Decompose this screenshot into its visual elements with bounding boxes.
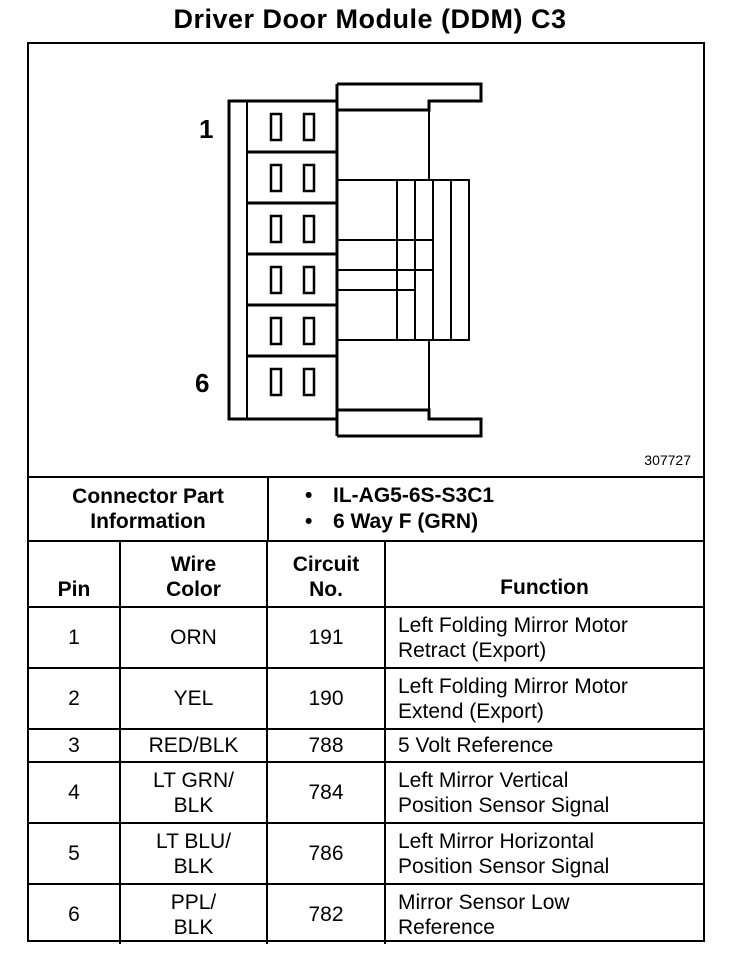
upper-step bbox=[337, 109, 430, 181]
terminal-slot bbox=[269, 367, 283, 397]
pin-function: 5 Volt Reference bbox=[384, 728, 703, 763]
pin-number: 5 bbox=[29, 822, 121, 885]
connector-description: 6 Way F (GRN) bbox=[333, 510, 479, 533]
part-number-line: • IL-AG5-6S-S3C1 bbox=[305, 483, 494, 509]
rear-housing bbox=[337, 179, 470, 341]
header-wire-color: Wire Color bbox=[119, 540, 268, 608]
terminal-slot bbox=[302, 367, 316, 397]
header-pin: Pin bbox=[29, 540, 121, 608]
connector-info-label-line2: Information bbox=[90, 510, 206, 533]
table-row: 1 ORN 191 Left Folding Mirror Motor Retr… bbox=[29, 606, 703, 669]
pin-number: 6 bbox=[29, 883, 121, 944]
pin-number: 4 bbox=[29, 761, 121, 824]
table-header-row: Pin Wire Color Circuit No. Function bbox=[29, 540, 703, 608]
circuit-number: 786 bbox=[266, 822, 386, 885]
pin-function: Left Mirror Horizontal Position Sensor S… bbox=[384, 822, 703, 885]
pin-function: Left Folding Mirror Motor Retract (Expor… bbox=[384, 606, 703, 669]
terminal-slot bbox=[269, 214, 283, 244]
pin-function: Mirror Sensor Low Reference bbox=[384, 883, 703, 944]
table-row: 4 LT GRN/ BLK 784 Left Mirror Vertical P… bbox=[29, 761, 703, 824]
connector-sheet: 1 6 307727 Connector Part Information • I… bbox=[27, 42, 705, 944]
wire-color: PPL/ BLK bbox=[119, 883, 268, 944]
bullet: • bbox=[305, 484, 313, 507]
table-row: 2 YEL 190 Left Folding Mirror Motor Exte… bbox=[29, 667, 703, 730]
table-row: 3 RED/BLK 788 5 Volt Reference bbox=[29, 728, 703, 763]
terminal-slot bbox=[302, 316, 316, 346]
wire-color: YEL bbox=[119, 667, 268, 730]
lower-step bbox=[337, 339, 430, 410]
pin-number: 3 bbox=[29, 728, 121, 763]
table-row: 5 LT BLU/ BLK 786 Left Mirror Horizontal… bbox=[29, 822, 703, 885]
circuit-number: 782 bbox=[266, 883, 386, 944]
connector-description-line: • 6 Way F (GRN) bbox=[305, 509, 494, 535]
terminal-slot bbox=[302, 214, 316, 244]
connector-info-label-line1: Connector Part bbox=[72, 485, 224, 508]
wire-color: LT BLU/ BLK bbox=[119, 822, 268, 885]
wire-color: RED/BLK bbox=[119, 728, 268, 763]
table-row: 6 PPL/ BLK 782 Mirror Sensor Low Referen… bbox=[29, 883, 703, 944]
circuit-number: 190 bbox=[266, 667, 386, 730]
top-latch bbox=[337, 82, 483, 112]
terminal-slot bbox=[302, 265, 316, 295]
pin-function: Left Folding Mirror Motor Extend (Export… bbox=[384, 667, 703, 730]
header-circuit-no: Circuit No. bbox=[266, 540, 386, 608]
page-title: Driver Door Module (DDM) C3 bbox=[173, 4, 567, 34]
pinout-table: Pin Wire Color Circuit No. Function 1 OR… bbox=[29, 540, 703, 944]
connector-diagram: 1 6 307727 bbox=[29, 44, 703, 478]
pin-number: 1 bbox=[29, 606, 121, 669]
connector-body-outline bbox=[227, 99, 339, 421]
terminal-slot bbox=[269, 163, 283, 193]
terminal-slot bbox=[269, 112, 283, 142]
terminal-slot bbox=[302, 163, 316, 193]
circuit-number: 788 bbox=[266, 728, 386, 763]
drawing-number: 307727 bbox=[644, 452, 691, 468]
circuit-number: 191 bbox=[266, 606, 386, 669]
terminal-slot bbox=[269, 265, 283, 295]
part-number: IL-AG5-6S-S3C1 bbox=[333, 484, 495, 507]
terminal-slot bbox=[269, 316, 283, 346]
wire-color: ORN bbox=[119, 606, 268, 669]
pin-label-last: 6 bbox=[195, 368, 210, 398]
connector-info-row: Connector Part Information • IL-AG5-6S-S3… bbox=[29, 478, 703, 542]
terminal-slot bbox=[302, 112, 316, 142]
wire-color: LT GRN/ BLK bbox=[119, 761, 268, 824]
circuit-number: 784 bbox=[266, 761, 386, 824]
connector-info-label: Connector Part Information bbox=[29, 478, 269, 540]
connector-drawing bbox=[227, 82, 483, 438]
bullet: • bbox=[305, 510, 313, 533]
pin-number: 2 bbox=[29, 667, 121, 730]
pin-function: Left Mirror Vertical Position Sensor Sig… bbox=[384, 761, 703, 824]
header-function: Function bbox=[384, 540, 703, 608]
pin-label-first: 1 bbox=[199, 114, 214, 144]
bottom-latch bbox=[337, 408, 483, 438]
connector-info-values: • IL-AG5-6S-S3C1 • 6 Way F (GRN) bbox=[305, 483, 494, 535]
